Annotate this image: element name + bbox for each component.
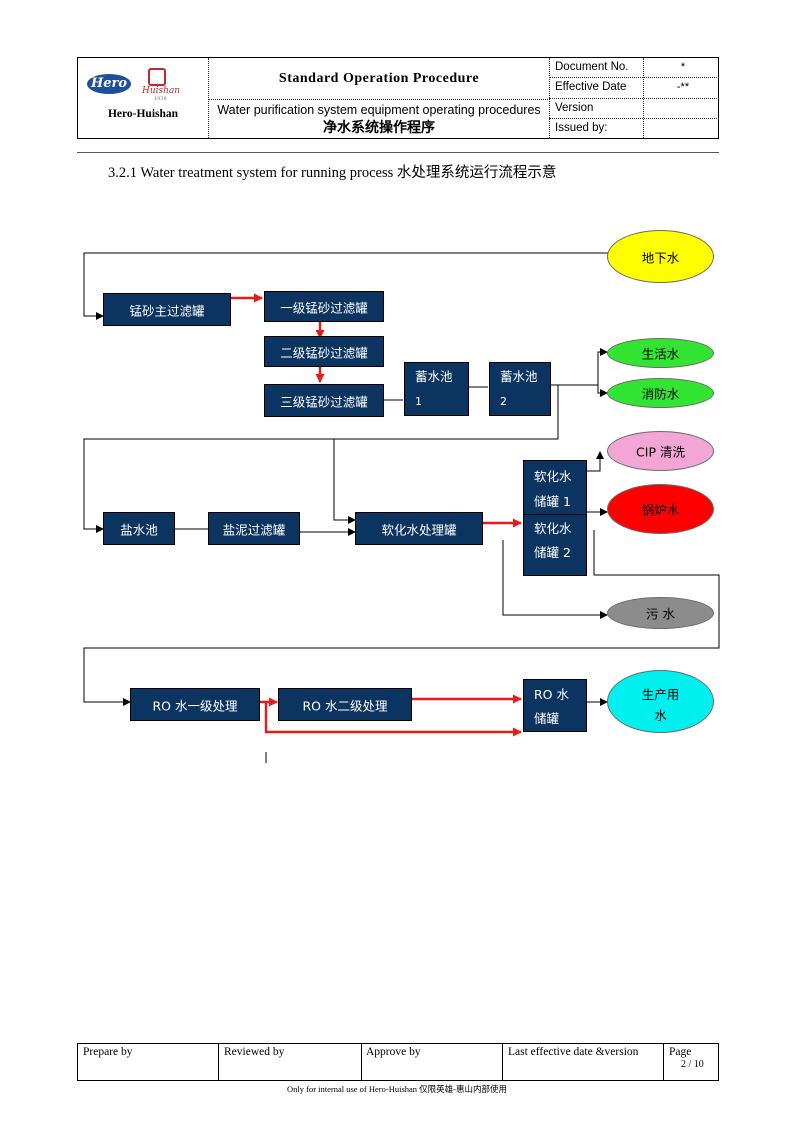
ellipse-groundwater: 地下水 [607, 230, 714, 283]
connector-ro-feed [83, 530, 720, 706]
ellipse-cip-cleaning: CIP 清洗 [607, 431, 714, 471]
box-label: 锰砂主过滤罐 [129, 303, 205, 318]
company-logo: Hero Huishan 1938 Hero-Huishan [78, 58, 208, 138]
ellipse-production-water: 生产用 水 [607, 670, 714, 733]
box-label: RO 水 [534, 687, 569, 702]
connector-sewage [502, 540, 608, 619]
hero-logo-mark: Hero [87, 74, 131, 94]
meta-label-version: Version [555, 102, 594, 114]
footer-last-effective: Last effective date &version [508, 1046, 639, 1058]
box-mn-filter-1: 一级锰砂过滤罐 [264, 291, 384, 322]
connector-groundwater [83, 252, 608, 320]
box-label: 盐泥过滤罐 [222, 522, 286, 537]
meta-label-issued-by: Issued by: [555, 122, 608, 134]
connector-fire [597, 385, 608, 397]
connector-reservoir-down [83, 385, 559, 533]
box-label: 蓄水池 [415, 369, 453, 384]
box-label: 一级锰砂过滤罐 [280, 300, 368, 315]
header-divider [549, 118, 719, 119]
header-divider [208, 99, 550, 100]
box-label: 1 [415, 395, 422, 408]
box-label: 二级锰砂过滤罐 [280, 345, 368, 360]
box-label: RO 水二级处理 [302, 698, 388, 713]
box-ro-storage: RO 水 储罐 [523, 679, 587, 732]
header-rule [77, 152, 719, 153]
internal-use-note: Only for internal use of Hero-Huishan 仅限… [286, 1084, 508, 1094]
ellipse-fire-water: 消防水 [607, 378, 714, 408]
ellipse-label: 污 水 [646, 606, 675, 622]
box-soft-storage-1: 软化水 储罐 1 [523, 460, 587, 515]
box-soft-storage-2: 软化水 储罐 2 [523, 514, 587, 576]
ellipse-sewage: 污 水 [607, 597, 714, 629]
meta-value-effective-date: -** [676, 81, 690, 93]
footer-page-label: Page [669, 1046, 692, 1058]
huishan-logo-text: Huishan [142, 86, 181, 96]
ellipse-label: 水 [654, 708, 667, 723]
header-divider [549, 77, 719, 78]
ellipse-label: 消防水 [641, 386, 680, 402]
box-reservoir-1: 蓄水池 1 [404, 362, 469, 416]
box-reservoir-2: 蓄水池 2 [489, 362, 551, 416]
subtitle-english: Water purification system equipment oper… [217, 103, 541, 117]
box-mn-filter-2: 二级锰砂过滤罐 [264, 336, 384, 367]
ellipse-label: CIP 清洗 [636, 444, 685, 460]
connector-domestic [597, 348, 608, 385]
box-mn-main-filter: 锰砂主过滤罐 [103, 293, 231, 326]
red-flow-ro1-bypass [264, 702, 522, 737]
document-title: Standard Operation Procedure [278, 71, 480, 86]
footer-divider [361, 1044, 362, 1080]
footer-approve-by: Approve by [366, 1046, 421, 1058]
box-mn-filter-3: 三级锰砂过滤罐 [264, 384, 384, 417]
ellipse-label: 地下水 [641, 250, 680, 265]
box-label: 2 [500, 395, 507, 408]
footer-page-number: 2 / 10 [681, 1059, 704, 1070]
company-name: Hero-Huishan [107, 108, 179, 120]
box-label: 蓄水池 [500, 369, 538, 384]
footer-prepare-by: Prepare by [83, 1046, 133, 1058]
box-brine-pool: 盐水池 [103, 512, 175, 545]
document-subtitle: Water purification system equipment oper… [209, 102, 549, 137]
ellipse-boiler-water: 锅炉水 [607, 484, 714, 534]
ellipse-label: 锅炉水 [641, 502, 680, 518]
header-divider [549, 98, 719, 99]
box-label: 软化水 [534, 469, 572, 484]
box-softening-tank: 软化水处理罐 [355, 512, 483, 545]
connector-cip [586, 451, 604, 472]
huishan-seal-icon [148, 68, 166, 86]
footer-reviewed-by: Reviewed by [224, 1046, 285, 1058]
document-header: Hero Huishan 1938 Hero-Huishan Standard … [77, 57, 719, 139]
box-label: 储罐 1 [534, 494, 571, 509]
ellipse-domestic-water: 生活水 [607, 338, 714, 368]
meta-label-effective-date: Effective Date [555, 81, 627, 93]
header-divider [208, 58, 209, 138]
box-label: 软化水处理罐 [381, 522, 457, 537]
huishan-logo-year: 1938 [154, 96, 167, 102]
box-label: 储罐 2 [534, 545, 571, 560]
signature-table: Prepare by Reviewed by Approve by Last e… [77, 1043, 719, 1081]
box-label: RO 水一级处理 [152, 698, 238, 713]
section-title: 3.2.1 Water treatment system for running… [108, 165, 557, 181]
box-brine-mud-filter: 盐泥过滤罐 [208, 512, 300, 545]
footer-divider [502, 1044, 503, 1080]
connector-softening-branch [333, 439, 356, 524]
meta-value-doc-no: * [680, 61, 686, 73]
footer-divider [218, 1044, 219, 1080]
box-label: 三级锰砂过滤罐 [280, 394, 368, 409]
footer-divider [663, 1044, 664, 1080]
subtitle-chinese: 净水系统操作程序 [323, 119, 435, 135]
box-ro-stage-2: RO 水二级处理 [278, 688, 412, 721]
ellipse-label: 生活水 [641, 346, 680, 362]
box-ro-stage-1: RO 水一级处理 [130, 688, 260, 721]
huishan-logo-mark: Huishan 1938 [140, 68, 181, 102]
box-label: 软化水 [534, 521, 572, 536]
box-label: 储罐 [534, 711, 560, 726]
ellipse-label: 生产用 [641, 687, 680, 702]
meta-label-doc-no: Document No. [555, 61, 629, 73]
box-label: 盐水池 [120, 522, 158, 537]
